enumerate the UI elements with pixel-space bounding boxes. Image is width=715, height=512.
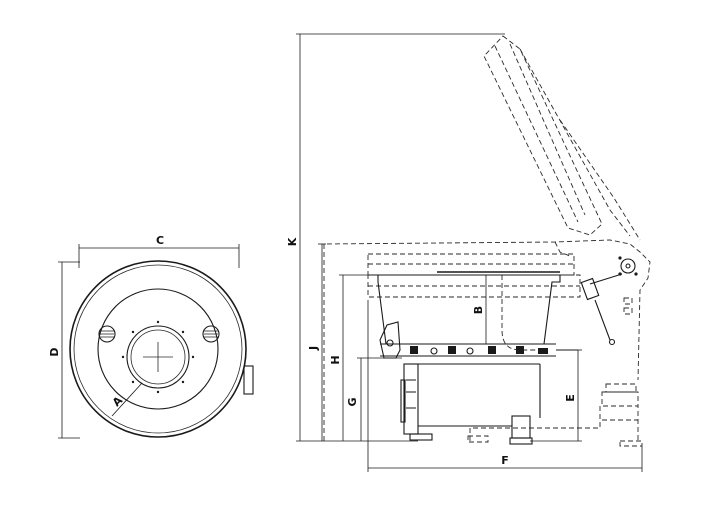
dim-line-a — [111, 382, 143, 417]
left-support — [403, 363, 419, 435]
dim-label-k: K — [286, 237, 299, 246]
bowl-ring — [97, 288, 219, 410]
housing-top — [323, 239, 651, 441]
bracket-marks — [623, 297, 633, 315]
dim-label-b: B — [472, 306, 485, 314]
outer-rim — [69, 260, 247, 438]
dim-label-e: E — [564, 394, 577, 402]
dim-label-d: D — [48, 347, 61, 356]
dim-label-f: F — [501, 454, 509, 467]
dim-label-h: H — [329, 355, 342, 364]
dim-label-a: A — [110, 394, 126, 410]
bowl — [377, 274, 561, 345]
center-pillar — [511, 415, 531, 439]
dim-label-j: J — [307, 346, 320, 351]
lid-disc — [126, 325, 190, 389]
feet — [409, 433, 643, 447]
lid-disc-inner — [130, 329, 186, 385]
hinge — [618, 256, 638, 276]
dim-label-c: C — [156, 234, 164, 247]
gas-strut — [580, 273, 623, 346]
top-view: C D A — [48, 234, 254, 439]
drive-band-details — [410, 346, 548, 354]
dim-label-g: G — [346, 397, 359, 406]
bolt-holes — [121, 320, 195, 394]
rim-inner — [73, 264, 243, 434]
base-frame — [469, 405, 639, 441]
vent-grille-left — [98, 325, 116, 343]
side-view: K J H G B E F — [286, 33, 651, 472]
vent-grille-right — [202, 325, 220, 343]
open-lid — [483, 35, 641, 241]
side-knob — [243, 365, 254, 395]
